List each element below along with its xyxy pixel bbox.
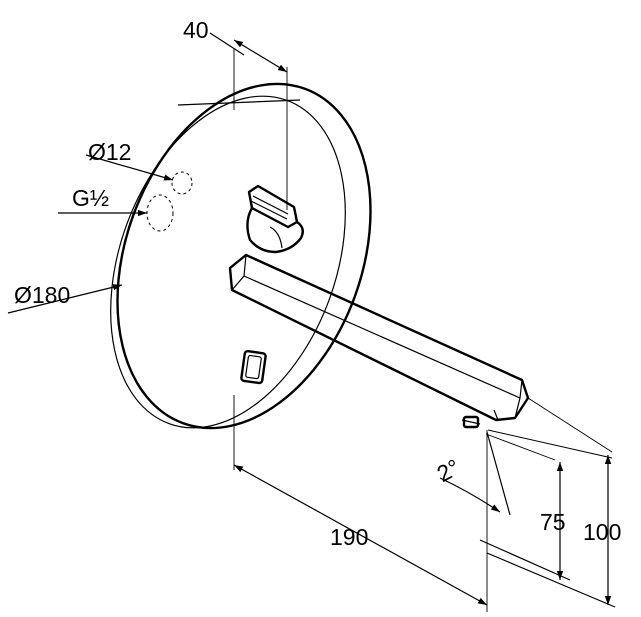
spout xyxy=(228,253,530,429)
dim-spout-length: 190 xyxy=(330,524,368,550)
dim-thread-g: G½ xyxy=(72,185,109,211)
rosette-plate xyxy=(110,82,372,430)
dimension-lines xyxy=(7,32,616,608)
sensor-window xyxy=(240,349,267,385)
control-lever xyxy=(246,184,304,254)
dim-height-75: 75 xyxy=(540,509,566,535)
dim-angle: 2° xyxy=(433,454,465,487)
extension-lines xyxy=(233,48,613,612)
dim-height-100: 100 xyxy=(583,519,621,545)
dim-depth-40: 40 xyxy=(183,17,209,43)
dim-outlet-d12: Ø12 xyxy=(88,139,131,165)
rosette-holes xyxy=(146,171,193,232)
dim-rosette-d180: Ø180 xyxy=(14,282,70,308)
